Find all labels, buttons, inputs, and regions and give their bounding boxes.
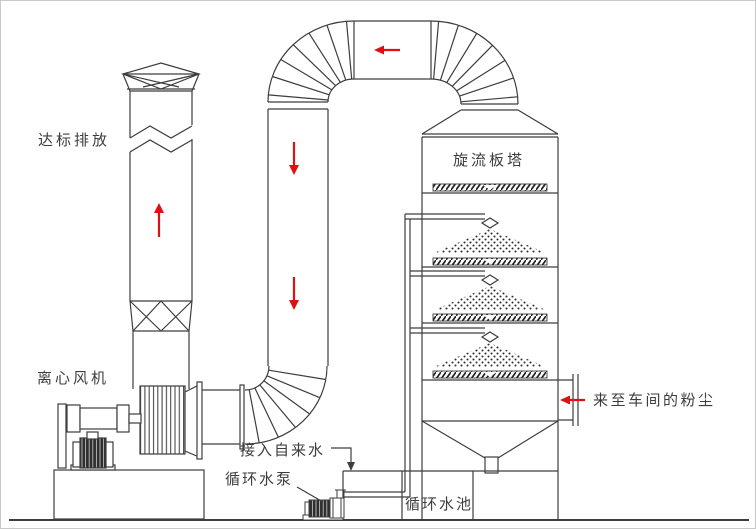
dust-inlet-arrow [560,395,585,405]
centrifugal-fan [53,381,245,520]
bearing-housing [79,407,118,430]
top-duct [353,20,432,80]
bearing-cap-left [66,404,81,433]
tower-funnel [421,420,559,474]
spray-branch-pipe [410,270,485,277]
spray-cone [434,343,546,367]
top-duct-arrow [374,45,400,55]
spray-nozzles [434,217,546,367]
tap-water-arrowhead [347,462,355,471]
fan-outlet-duct [202,389,240,445]
fan-pedestal [53,469,205,520]
pump-leader-line [296,486,324,503]
label-tower: 旋流板塔 [453,151,526,169]
spray-cone [434,286,546,310]
downcomer-duct [267,109,329,366]
label-fan: 离心风机 [37,369,110,387]
chimney-break-symbol [129,125,193,153]
riser-pipe [404,214,411,497]
label-pool: 循环水池 [405,495,474,513]
downcomer-upper-arrow [289,142,299,175]
funnel-outlet [484,456,499,474]
label-pump: 循环水泵 [225,470,294,488]
chimney-exhaust-arrow [154,203,164,237]
elbow-top-right [430,20,519,105]
chimney-rain-cap-icon [121,62,201,92]
fan-shaft [128,413,142,424]
circulation-piping [344,213,485,498]
spray-branch-pipe [405,213,485,220]
elbow-bottom [244,365,328,445]
fan-outlet-flange [196,381,203,460]
nozzle-icon [480,217,500,229]
chimney-reducer-lattice [129,300,193,332]
swirl-plate-tower [421,109,579,519]
fan-drum-icon [139,385,186,455]
pump-discharge-pipe [344,491,410,498]
leader-lines [296,447,355,503]
flow-arrows [154,45,585,405]
downcomer-flange [268,101,328,110]
downcomer-lower-arrow [289,277,299,310]
circulation-pump-icon [302,489,346,521]
bearing-cap-right [116,404,130,433]
hood-flange [461,103,518,111]
label-dust-inlet: 来至车间的粉尘 [593,391,716,409]
tap-water-line [331,447,352,463]
tower-hood [421,109,559,135]
spray-branch-pipe [410,327,485,334]
nozzle-icon [480,274,500,286]
label-emission: 达标排放 [38,131,111,149]
bearing-support-plate [57,403,67,469]
tower-trays [422,183,558,381]
main-duct [244,20,519,445]
duct-flange [239,384,245,450]
fan-motor-icon [70,431,116,471]
chimney-stack [121,62,201,389]
spray-cone [434,229,546,253]
label-tap-water: 接入自来水 [240,441,326,459]
elbow-top-left [267,20,355,103]
nozzle-icon [480,331,500,343]
